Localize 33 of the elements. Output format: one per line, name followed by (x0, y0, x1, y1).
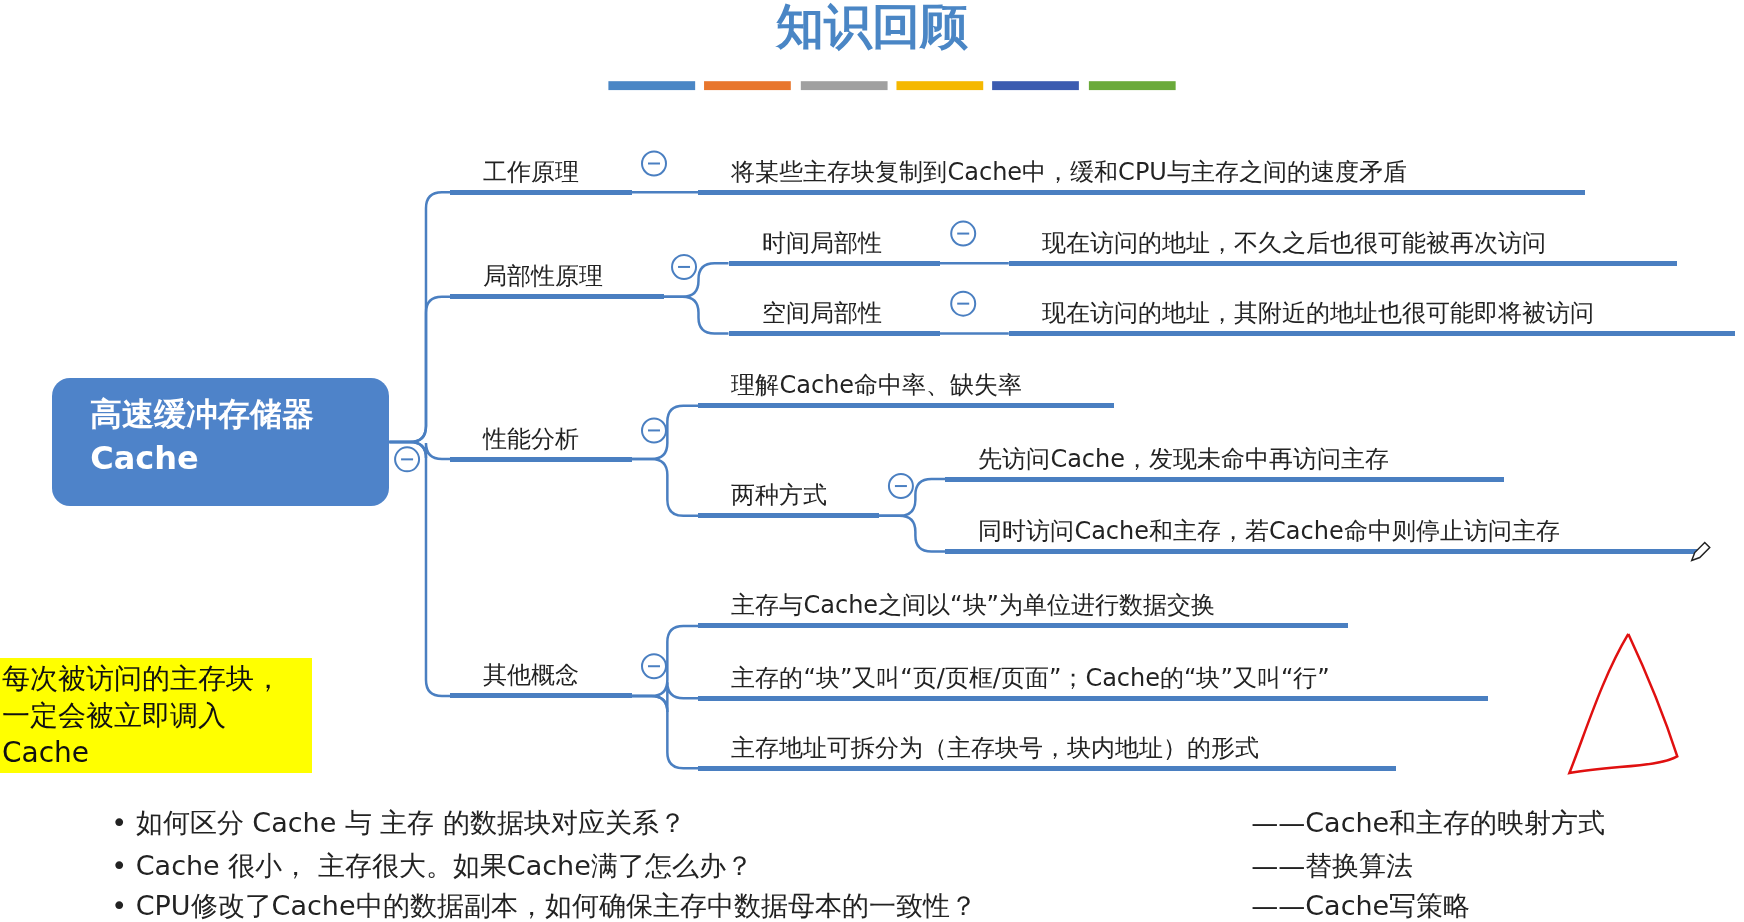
topic-item: 局部性原理 (450, 253, 664, 300)
topic-item: 工作原理 (450, 148, 632, 195)
connector-line (939, 332, 1009, 335)
bullet-item: • CPU修改了Cache中的数据副本，如何确保主存中数据母本的一致性？ (111, 888, 977, 922)
title: 知识回顾 (774, 0, 969, 56)
bullet-item: • Cache 很小， 主存很大。如果Cache满了怎么办？ (111, 848, 753, 883)
answer-text: ——Cache写策略 (1251, 888, 1471, 922)
connector-line (631, 190, 699, 194)
connector-line (389, 440, 451, 698)
topic-item: 主存的“块”又叫“页/页框/页面”；Cache的“块”又叫“行” (698, 654, 1489, 701)
topic-item: 其他概念 (450, 652, 632, 699)
topic-item: 主存地址可拆分为（主存块号，块内地址）的形式 (698, 724, 1396, 771)
topic-item: 理解Cache命中率、缺失率 (698, 362, 1115, 409)
connector-line (878, 514, 946, 553)
topic-item: 空间局部性 (728, 289, 940, 336)
topic-item: 性能分析 (450, 415, 632, 462)
topic-item: 现在访问的地址，不久之后也很可能被再次访问 (1008, 219, 1678, 266)
topic-item: 将某些主存块复制到Cache中，缓和CPU与主存之间的速度矛盾 (698, 148, 1585, 195)
answer-text: ——替换算法 (1251, 848, 1414, 883)
topic-item: 两种方式 (698, 472, 879, 519)
topic-item: 现在访问的地址，其附近的地址也很可能即将被访问 (1008, 289, 1736, 336)
root-topic-box: 高速缓冲存储器 Cache (52, 378, 390, 507)
connector-line (939, 262, 1009, 265)
bullet-item: • 如何区分 Cache 与 主存 的数据块对应关系？ (111, 806, 687, 841)
answer-text: ——Cache和主存的映射方式 (1251, 806, 1606, 841)
highlighted-note: 每次被访问的主存块，一定会被立即调入Cache (0, 658, 312, 774)
topic-item: 同时访问Cache和主存，若Cache命中则停止访问主存 (945, 507, 1702, 554)
connector-line (631, 694, 699, 770)
connector-line (631, 457, 699, 518)
connector-line (664, 295, 729, 335)
topic-item: 主存与Cache之间以“块”为单位进行数据交换 (698, 582, 1349, 629)
topic-item: 先访问Cache，发现未命中再访问主存 (945, 435, 1504, 482)
topic-item: 时间局部性 (728, 219, 940, 266)
